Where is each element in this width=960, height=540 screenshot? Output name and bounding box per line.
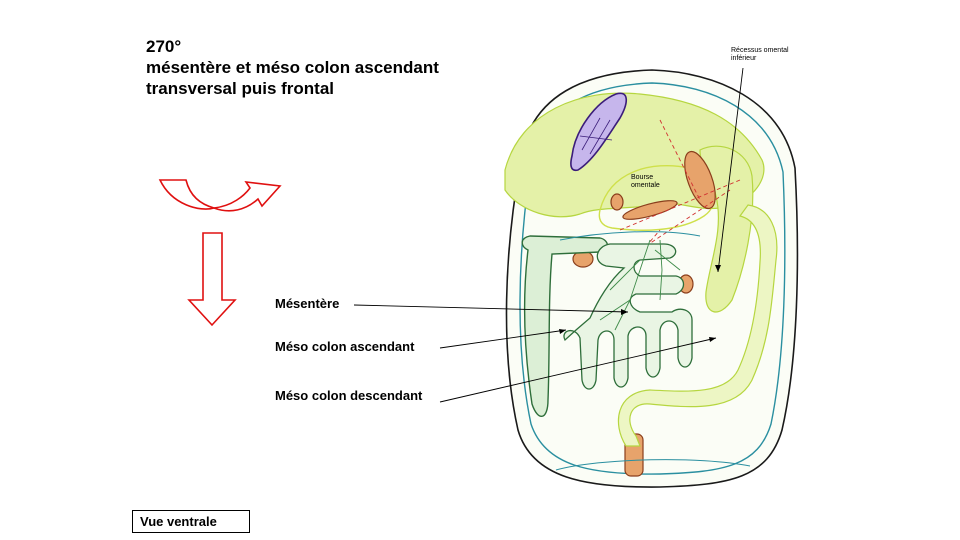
- descending-colon: [617, 204, 778, 447]
- down-arrow-icon: [187, 232, 237, 327]
- pointer-arrowheads: [559, 265, 721, 342]
- ascending-colon: [521, 235, 609, 417]
- view-label-box: Vue ventrale: [132, 510, 250, 533]
- recessus-label-line-1: Récessus omental: [731, 47, 789, 54]
- bursa-outline: [598, 164, 715, 231]
- bourse-label-line-1: Bourse: [631, 174, 654, 181]
- title-line-2: mésentère et méso colon ascendant: [146, 58, 439, 77]
- recessus-label: Récessus omental inférieur: [731, 47, 789, 63]
- peritoneal-reflections: [555, 231, 751, 471]
- bourse-label: Bourse omentale: [631, 174, 660, 190]
- mesentery-vessels: [599, 239, 681, 331]
- mesentere-label: Mésentère: [275, 296, 340, 311]
- recessus-label-line-2: inférieur: [731, 55, 757, 62]
- slide-title: 270° mésentère et méso colon ascendant t…: [146, 36, 439, 99]
- spleen: [570, 92, 628, 172]
- vessels: [572, 150, 716, 477]
- spleen-hatching: [579, 117, 613, 155]
- bourse-label-line-2: omentale: [631, 182, 660, 189]
- pointer-lines: [353, 67, 744, 403]
- small-intestine: [563, 243, 693, 390]
- meso-colon-descendant-label: Méso colon descendant: [275, 388, 423, 403]
- title-line-1: 270°: [146, 37, 182, 56]
- rotation-arrow-icon: [158, 179, 282, 212]
- view-label: Vue ventrale: [140, 514, 217, 529]
- title-line-3: transversal puis frontal: [146, 79, 335, 98]
- meso-colon-ascendant-label: Méso colon ascendant: [275, 339, 415, 354]
